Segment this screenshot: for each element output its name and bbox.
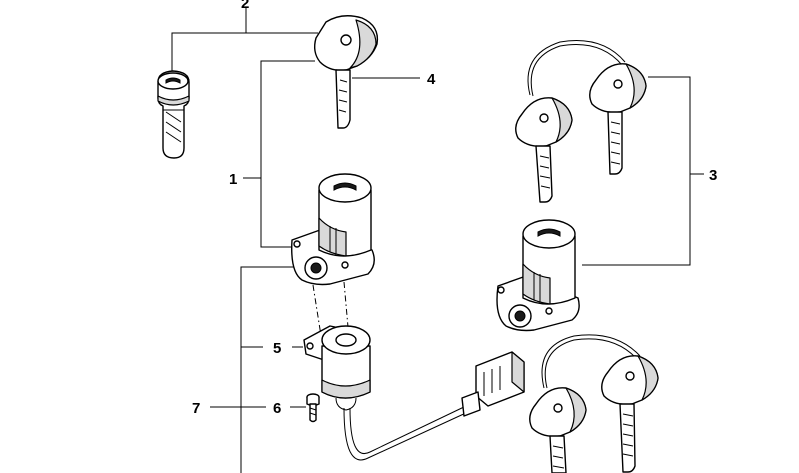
- cable-connector: [343, 351, 525, 461]
- ignition-lock-housing: [291, 173, 375, 286]
- callout-7: 7: [192, 400, 200, 417]
- lock-cylinder-small: [157, 70, 190, 159]
- callout-1: 1: [229, 171, 237, 188]
- lock-housing-right: [496, 219, 580, 332]
- callout-5: 5: [273, 340, 281, 357]
- screw: [306, 393, 320, 423]
- key-set-upper: [515, 40, 647, 203]
- ignition-switch: [303, 325, 371, 411]
- key-set-lower: [529, 334, 659, 473]
- callout-3: 3: [709, 167, 717, 184]
- callout-6: 6: [273, 400, 281, 417]
- callout-labels: 2 4 1 3 5 7 6: [192, 0, 717, 417]
- callout-2: 2: [241, 0, 249, 12]
- leader-lines: [171, 8, 704, 473]
- callout-4: 4: [427, 71, 436, 88]
- key-single: [313, 15, 379, 129]
